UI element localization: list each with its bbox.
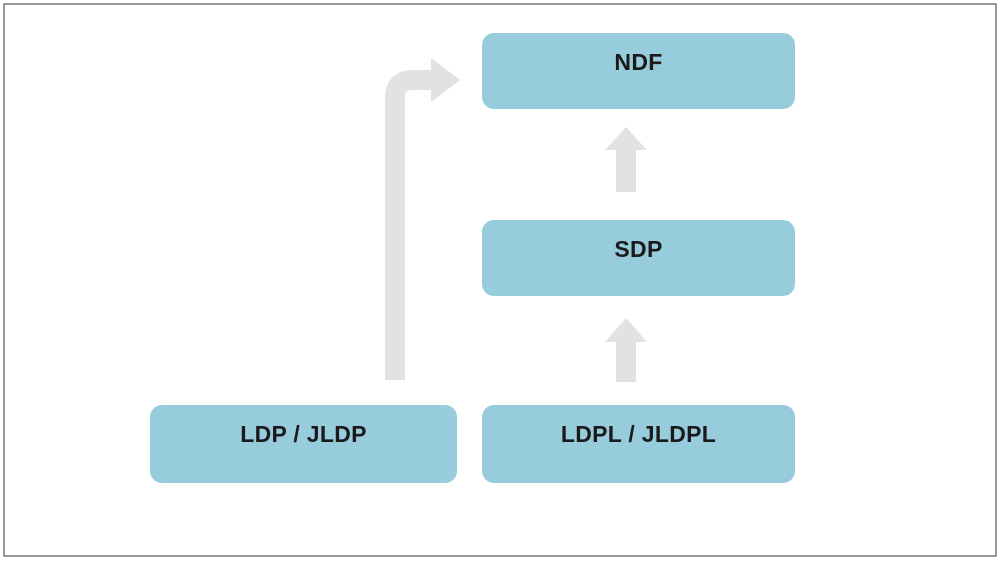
node-ldp-jldp-label: LDP / JLDP: [240, 421, 367, 447]
node-sdp-label: SDP: [614, 236, 663, 262]
node-ldpl-jldpl-label: LDPL / JLDPL: [560, 421, 717, 447]
node-ndf: NDF: [482, 33, 795, 109]
node-ldp-jldp: LDP / JLDP: [150, 405, 457, 483]
node-sdp: SDP: [482, 220, 795, 296]
arrow-ldpl-to-sdp: [605, 318, 647, 382]
node-ldpl-jldpl: LDPL / JLDPL: [482, 405, 795, 483]
node-ndf-label: NDF: [614, 49, 663, 75]
arrow-sdp-to-ndf: [605, 127, 647, 192]
arrow-ldp-to-ndf: [385, 58, 460, 380]
